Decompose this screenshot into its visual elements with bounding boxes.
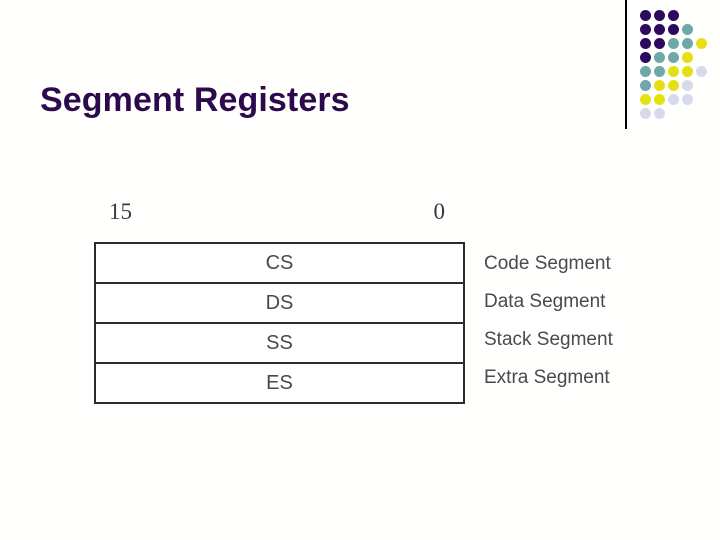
table-row: ES	[94, 362, 465, 404]
decorative-dot	[654, 108, 665, 119]
decorative-dot	[668, 10, 679, 21]
table-row: CS	[94, 242, 465, 284]
decorative-dot	[682, 94, 693, 105]
register-name-cell: DS	[94, 282, 465, 324]
decorative-dot-grid	[640, 10, 710, 125]
decorative-dot	[682, 66, 693, 77]
segment-description-label: Extra Segment	[484, 367, 610, 388]
decorative-dot	[668, 66, 679, 77]
decorative-dot	[654, 52, 665, 63]
register-name-cell: ES	[94, 362, 465, 404]
register-name-cell: CS	[94, 242, 465, 284]
decorative-dot	[640, 24, 651, 35]
decorative-dot	[682, 24, 693, 35]
decorative-dot	[668, 94, 679, 105]
page-title: Segment Registers	[40, 80, 350, 119]
decorative-dot	[654, 24, 665, 35]
decorative-dot	[696, 66, 707, 77]
decorative-dot	[640, 52, 651, 63]
decorative-dot	[682, 38, 693, 49]
segment-description-label: Code Segment	[484, 253, 611, 274]
decorative-dot	[640, 108, 651, 119]
decorative-dot	[668, 80, 679, 91]
decorative-dot	[668, 52, 679, 63]
register-name-cell: SS	[94, 322, 465, 364]
decorative-dot	[696, 38, 707, 49]
decorative-dot	[654, 80, 665, 91]
table-row: SS	[94, 322, 465, 364]
decorative-dot	[640, 66, 651, 77]
decorative-dot	[654, 10, 665, 21]
bit-label-high: 15	[109, 199, 132, 224]
decorative-dot	[640, 94, 651, 105]
decorative-dot	[654, 38, 665, 49]
bit-label-low: 0	[433, 199, 446, 224]
decorative-dot	[640, 10, 651, 21]
decorative-dot	[640, 80, 651, 91]
segment-description-label: Data Segment	[484, 291, 606, 312]
decorative-dot	[654, 94, 665, 105]
header-divider	[625, 0, 627, 129]
table-row: DS	[94, 282, 465, 324]
decorative-dot	[654, 66, 665, 77]
decorative-dot	[640, 38, 651, 49]
decorative-dot	[682, 52, 693, 63]
decorative-dot	[682, 80, 693, 91]
decorative-dot	[668, 24, 679, 35]
segment-description-label: Stack Segment	[484, 329, 613, 350]
bit-index-labels: 15 0	[94, 200, 465, 234]
decorative-dot	[668, 38, 679, 49]
